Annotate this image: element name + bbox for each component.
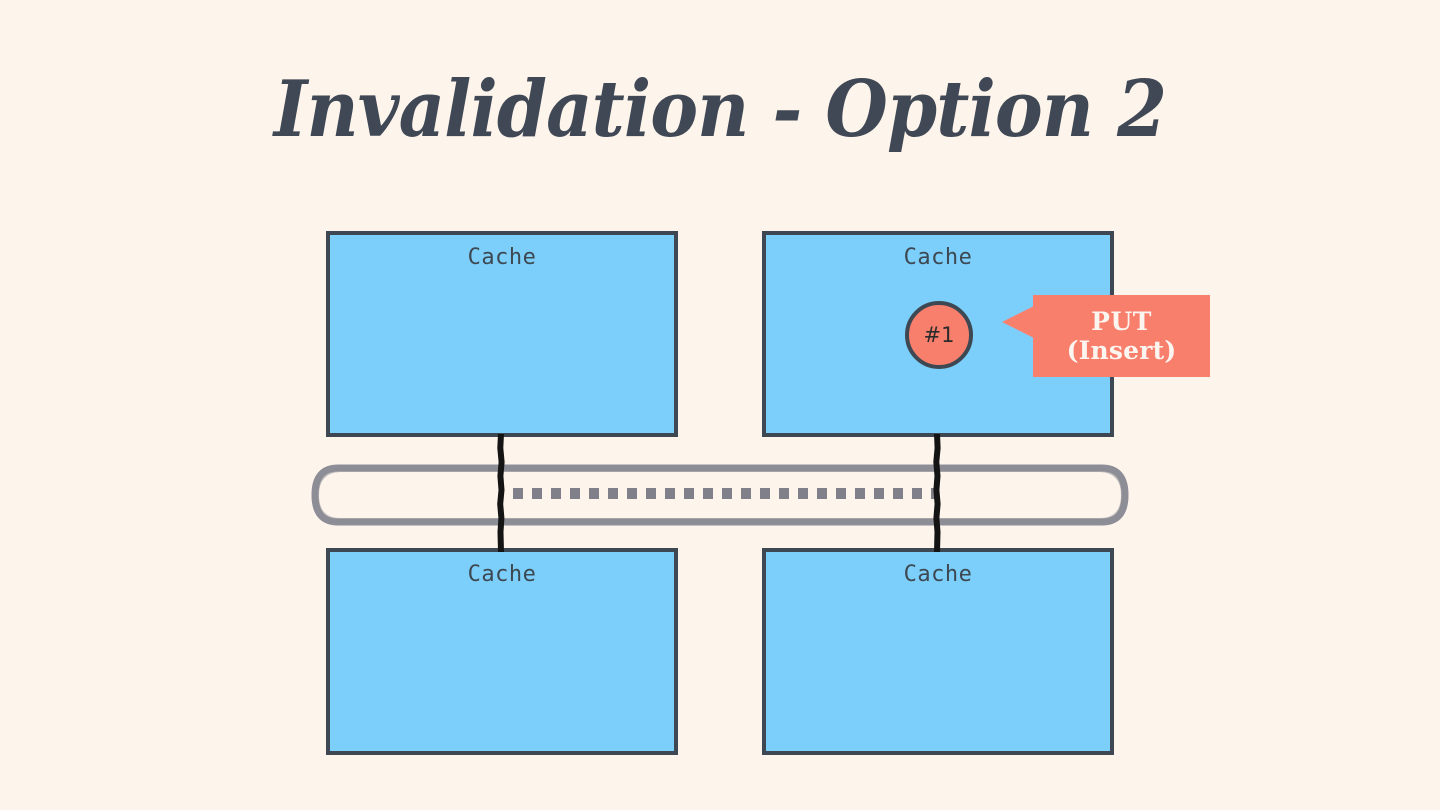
cache-box-bottom-left[interactable]: Cache [326, 548, 678, 755]
cache-label: Cache [467, 562, 537, 587]
callout-line-1: PUT [1091, 306, 1152, 336]
callout-line-2: (Insert) [1066, 336, 1177, 365]
callout-arrow-icon [1002, 306, 1034, 338]
connector-right [926, 434, 948, 552]
invalidation-dashed-line [513, 488, 937, 499]
cache-label: Cache [903, 562, 973, 587]
connector-left [490, 434, 512, 552]
cache-entry-marker[interactable]: #1 [905, 301, 973, 369]
cache-label: Cache [467, 245, 537, 270]
cache-box-top-left[interactable]: Cache [326, 231, 678, 437]
page-title: Invalidation - Option 2 [273, 64, 1167, 155]
cache-box-bottom-right[interactable]: Cache [762, 548, 1114, 755]
cache-label: Cache [903, 245, 973, 270]
network-bus [311, 464, 1129, 526]
put-insert-callout[interactable]: PUT (Insert) [1033, 295, 1210, 377]
